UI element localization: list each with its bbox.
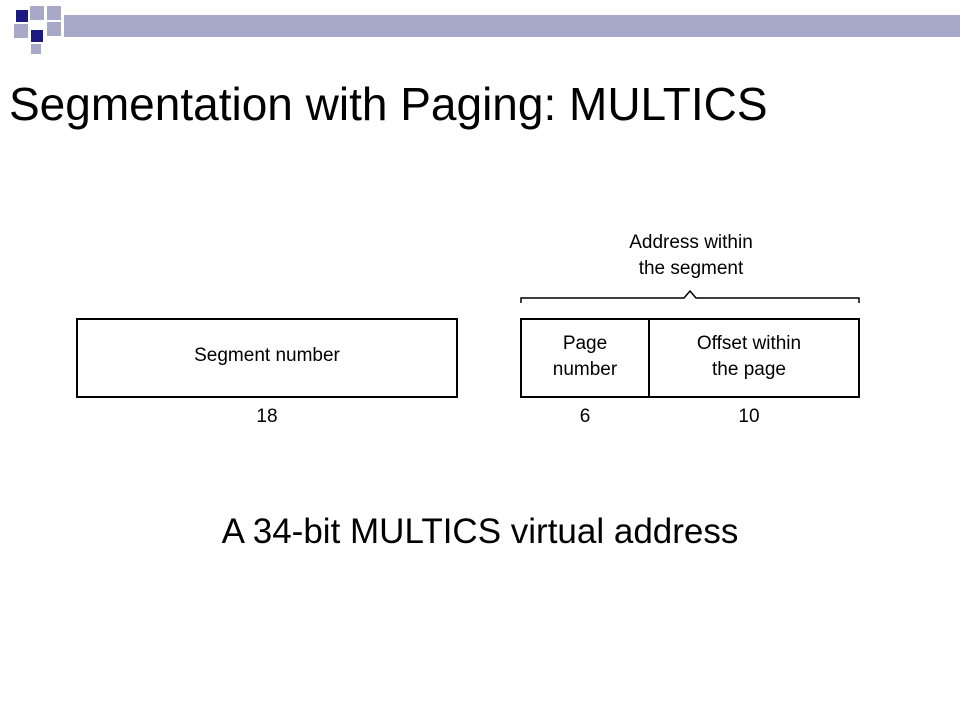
page-number-label-line2: number (553, 359, 618, 380)
segment-number-box (76, 318, 458, 398)
segment-bits-label: 18 (256, 406, 277, 427)
decor-square-light-5 (31, 44, 41, 54)
header-decoration (14, 6, 960, 54)
slide-title: Segmentation with Paging: MULTICS (9, 78, 768, 130)
page-number-label-line1: Page (563, 333, 607, 354)
address-brace (520, 289, 860, 303)
decor-square-light-2 (47, 6, 61, 20)
segment-number-label: Segment number (194, 345, 340, 366)
decor-square-light-3 (14, 24, 28, 38)
offset-label-line2: the page (712, 359, 786, 380)
offset-label-line1: Offset within (697, 333, 801, 354)
header-bar (64, 15, 960, 37)
page-bits-label: 6 (580, 406, 591, 427)
decor-square-dark-1 (16, 10, 28, 22)
decor-square-light-4 (47, 22, 61, 36)
diagram-caption: A 34-bit MULTICS virtual address (221, 512, 739, 551)
brace-label-line1: Address within (629, 232, 753, 253)
offset-bits-label: 10 (738, 406, 759, 427)
brace-label-line2: the segment (639, 258, 744, 279)
decor-square-light-1 (30, 6, 44, 20)
decor-square-dark-2 (31, 30, 43, 42)
page-offset-box (520, 318, 860, 398)
